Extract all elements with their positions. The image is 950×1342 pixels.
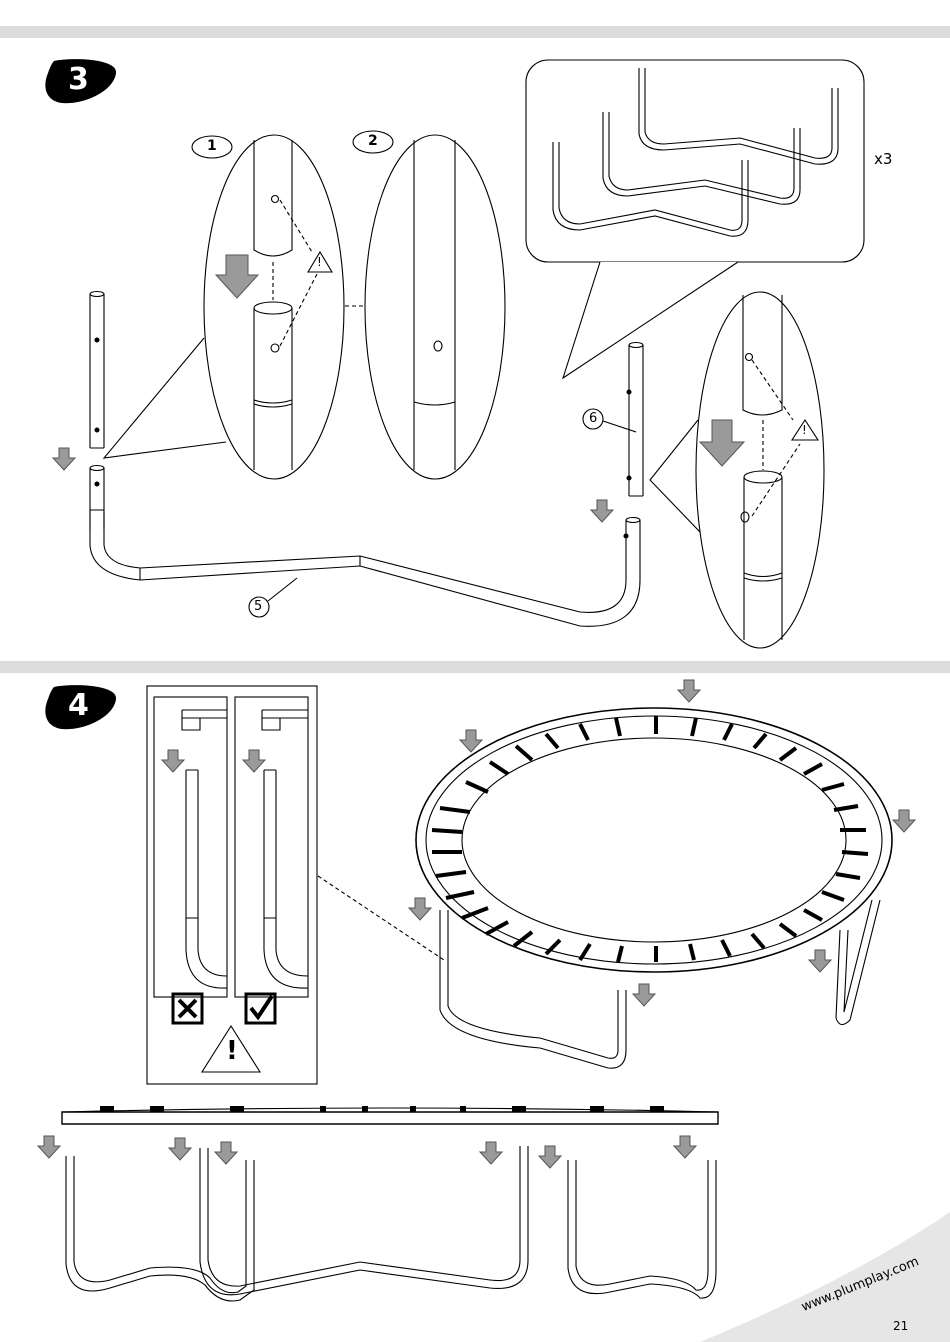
down-arrow-panel-2 [243,750,265,772]
trampoline-springs [432,716,868,962]
down-arrow-t3 [893,810,915,832]
down-arrow-t2 [460,730,482,752]
trampoline-mat [462,738,846,942]
down-arrow-s6 [674,1136,696,1158]
page-number: 21 [893,1319,908,1333]
footer-swoosh [700,1212,950,1342]
down-arrow-s3 [215,1142,237,1164]
down-arrow-t1 [678,680,700,702]
down-arrow-s1 [38,1136,60,1158]
down-arrow-t6 [633,984,655,1006]
warning-mark-3: ! [226,1036,238,1066]
down-arrow-s5 [539,1146,561,1168]
down-arrow-s2 [169,1138,191,1160]
down-arrow-t4 [409,898,431,920]
down-arrow-s4 [480,1142,502,1164]
down-arrow-panel-1 [162,750,184,772]
down-arrow-t5 [809,950,831,972]
check-icon [251,996,272,1017]
cross-icon [179,1000,196,1017]
trampoline-side-frame [62,1112,718,1124]
